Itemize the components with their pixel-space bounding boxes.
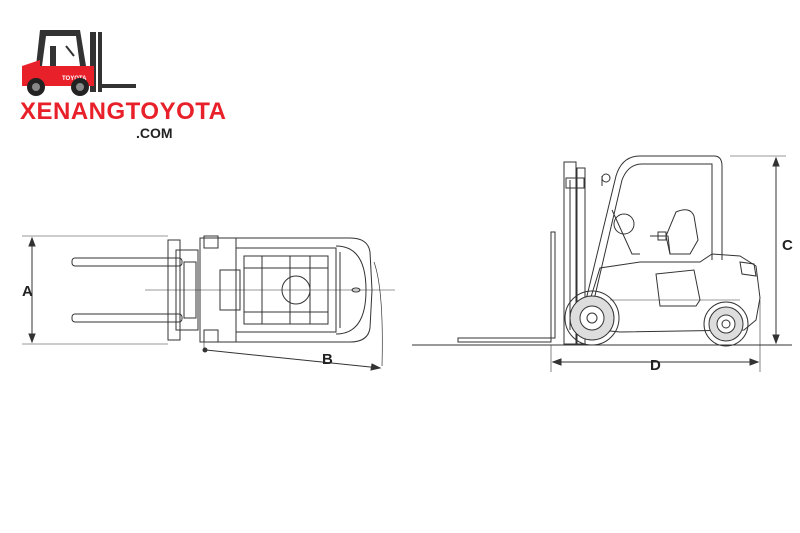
side-view-drawing [412, 155, 792, 347]
logo-badge: TOYOTA [62, 76, 87, 82]
top-view-drawing [71, 235, 395, 343]
dimension-a-line [22, 235, 168, 345]
brand-domain: .COM [136, 125, 173, 141]
brand-logo: TOYOTA [22, 30, 136, 96]
dimension-c-line [730, 155, 786, 345]
dimension-a-label: A [22, 283, 33, 300]
dimension-b-label: B [322, 351, 333, 368]
dimension-d-line [550, 300, 761, 372]
dimension-c-label: C [782, 237, 793, 254]
forklift-logo-icon: TOYOTA [22, 30, 136, 96]
dimension-d-label: D [650, 357, 661, 374]
brand-name: XENANGTOYOTA [20, 98, 227, 125]
dimension-b-line [202, 261, 383, 371]
